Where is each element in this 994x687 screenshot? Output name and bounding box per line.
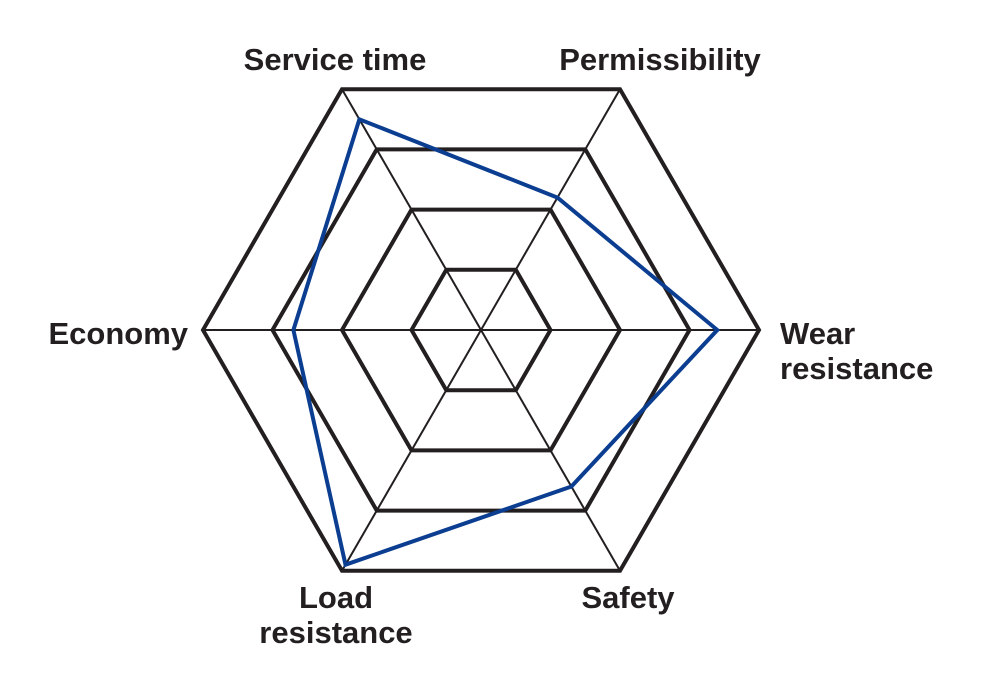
axis-spoke-4 [341, 329, 482, 572]
axis-label-1-line-0: Permissibility [559, 42, 761, 77]
axis-label-2-line-0: Wear [780, 316, 855, 351]
axis-label-4-line-1: resistance [259, 615, 412, 650]
axis-label-0-line-0: Service time [244, 42, 427, 77]
axis-spoke-1 [480, 88, 621, 331]
axis-label-4-line-0: Load [299, 580, 373, 615]
axis-label-0: Service time [244, 42, 427, 77]
radar-grid [200, 87, 762, 573]
series-line-0 [291, 116, 721, 568]
axis-label-5-line-0: Economy [48, 316, 188, 351]
axis-spoke-3 [480, 329, 621, 572]
axis-label-2-line-1: resistance [780, 351, 933, 386]
axis-label-3: Safety [581, 580, 675, 615]
axis-label-1: Permissibility [559, 42, 761, 77]
axis-label-3-line-0: Safety [581, 580, 675, 615]
axis-spoke-0 [341, 88, 482, 331]
radar-series-layer [291, 116, 721, 568]
axis-label-5: Economy [48, 316, 188, 351]
